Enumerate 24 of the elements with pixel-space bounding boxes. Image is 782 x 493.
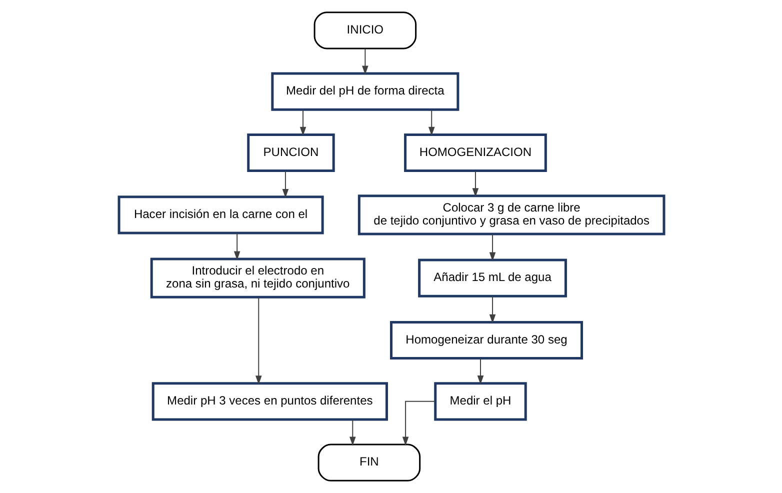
node-box: HOMOGENIZACION [404, 133, 546, 172]
arrow [254, 297, 262, 385]
node-box: INICIO [313, 12, 416, 50]
arrow [362, 48, 368, 75]
node-box: PUNCION [246, 133, 334, 172]
arrow [472, 171, 478, 198]
arrow [299, 110, 306, 136]
node-box: Añadir 15 mL de agua [418, 258, 566, 298]
arrow [476, 358, 484, 385]
node-box: FIN [317, 444, 420, 482]
arrow [282, 171, 288, 198]
node-box: Introducir el electrodo en zona sin grasa, ni tejido conjuntivo [150, 258, 365, 298]
arrow [233, 233, 240, 260]
arrow [348, 420, 356, 446]
node-box: Medir del pH de forma directa [270, 72, 459, 111]
arrow [402, 400, 435, 446]
node-box: Hacer incisión en la carne con el [117, 196, 324, 234]
node-box: Medir el pH [434, 382, 526, 421]
arrow [488, 234, 496, 262]
node-box: Homogeneizar durante 30 seg [390, 320, 583, 360]
node-box: Medir pH 3 veces en puntos diferentes [151, 382, 388, 421]
arrow [488, 296, 496, 324]
arrow [428, 110, 434, 136]
node-box: Colocar 3 g de carne libre de tejido conjuntivo y grasa en vaso de precipitados [357, 194, 665, 236]
